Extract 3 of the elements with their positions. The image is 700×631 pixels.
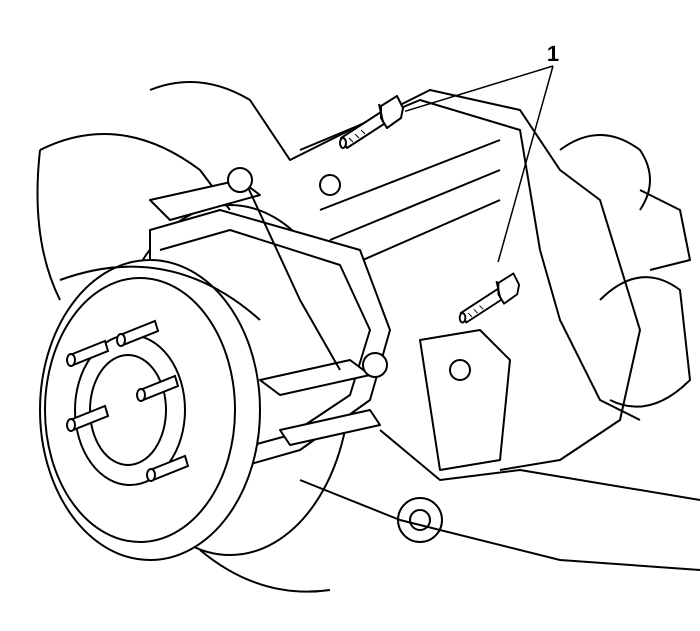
callout-number: 1 (546, 43, 560, 65)
leader-line (404, 65, 554, 112)
leader-line (497, 66, 554, 262)
